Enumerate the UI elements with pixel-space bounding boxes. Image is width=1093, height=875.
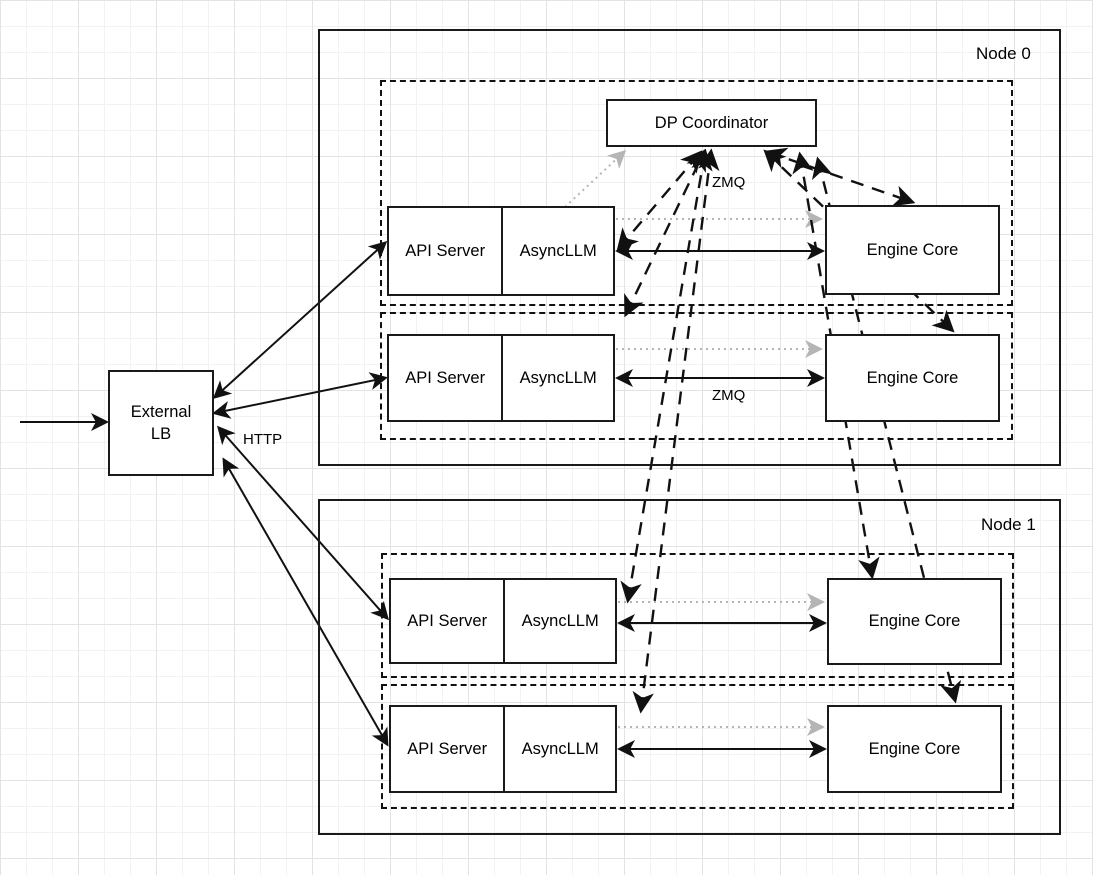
engine-group-node1-1 bbox=[381, 684, 1014, 809]
async-llm-label-node1-0: AsyncLLM bbox=[521, 611, 599, 630]
engine-core-box-node0-1[interactable]: Engine Core bbox=[825, 334, 1000, 422]
api-server-unit-node1-1[interactable]: API Server AsyncLLM bbox=[389, 705, 617, 793]
engine-group-node0-1 bbox=[380, 312, 1013, 440]
zmq-label-node0-1: ZMQ bbox=[712, 387, 746, 404]
external-lb-label-line2: LB bbox=[150, 425, 172, 443]
external-lb-label-line1: External bbox=[130, 402, 192, 421]
node-label-node0: Node 0 bbox=[976, 44, 1031, 63]
api-server-unit-node1-0[interactable]: API Server AsyncLLM bbox=[389, 578, 617, 664]
node-label-node1: Node 1 bbox=[981, 515, 1036, 534]
engine-group-node0-0 bbox=[380, 80, 1013, 306]
async-llm-label-node0-0: AsyncLLM bbox=[519, 241, 597, 260]
api-server-label-node1-1: API Server bbox=[391, 707, 506, 791]
api-server-label-node0-0: API Server bbox=[389, 208, 504, 294]
engine-core-box-node1-0[interactable]: Engine Core bbox=[827, 578, 1002, 665]
async-llm-label-node1-1: AsyncLLM bbox=[521, 739, 599, 758]
api-server-unit-node0-1[interactable]: API Server AsyncLLM bbox=[387, 334, 615, 422]
async-llm-label-node0-1: AsyncLLM bbox=[519, 368, 597, 387]
zmq-label-node0-0: ZMQ bbox=[712, 174, 746, 191]
dp-coordinator-box[interactable]: DP Coordinator bbox=[606, 99, 817, 147]
api-server-label-node0-1: API Server bbox=[389, 336, 504, 420]
api-server-label-node1-0: API Server bbox=[391, 580, 506, 662]
engine-core-box-node0-0[interactable]: Engine Core bbox=[825, 205, 1000, 295]
external-lb-box[interactable]: External LB bbox=[108, 370, 214, 476]
engine-core-box-node1-1[interactable]: Engine Core bbox=[827, 705, 1002, 793]
engine-group-node1-0 bbox=[381, 553, 1014, 678]
http-edge-label: HTTP bbox=[243, 431, 283, 448]
api-server-unit-node0-0[interactable]: API Server AsyncLLM bbox=[387, 206, 615, 296]
node-container-node0 bbox=[318, 29, 1061, 466]
node-container-node1 bbox=[318, 499, 1061, 835]
